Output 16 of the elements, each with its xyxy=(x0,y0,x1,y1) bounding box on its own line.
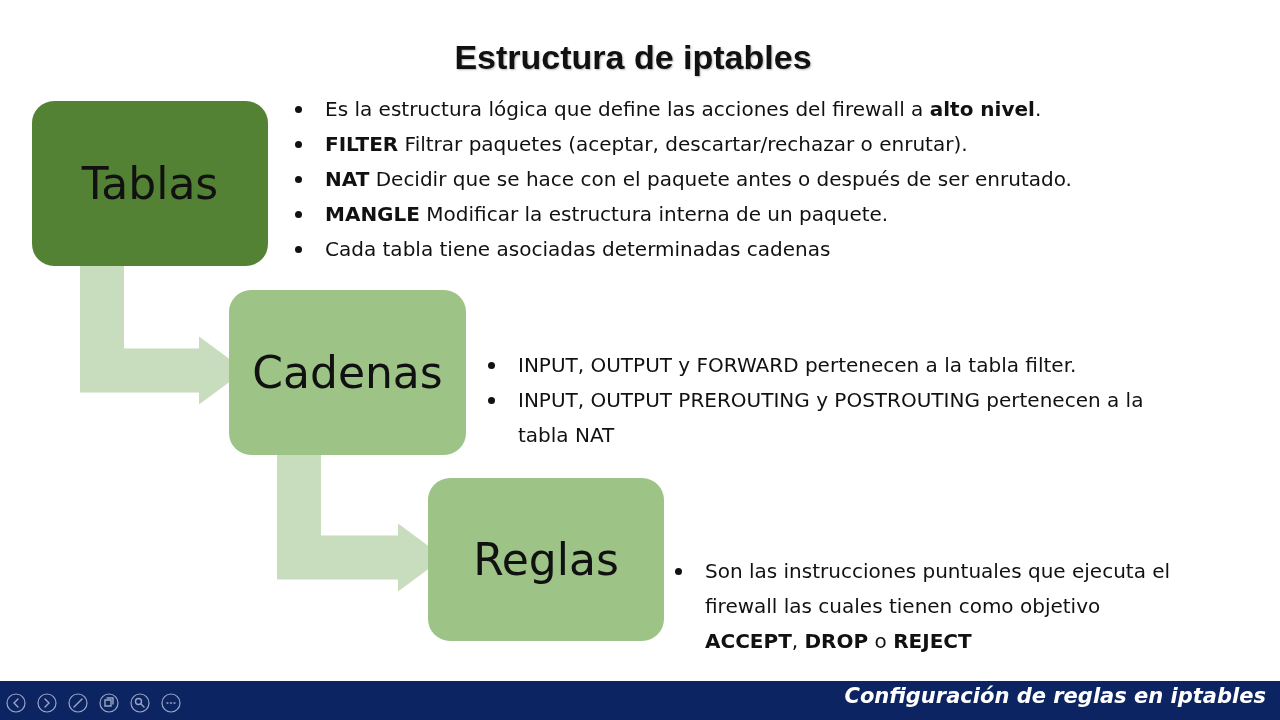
box-label: Reglas xyxy=(473,534,619,585)
bullet-text: Cada tabla tiene asociadas determinadas cadenas xyxy=(325,237,831,261)
footer-title: Configuración de reglas en iptables xyxy=(844,684,1266,708)
bullet-text: INPUT, OUTPUT PREROUTING y POSTROUTING pertenecen a la tabla NAT xyxy=(518,388,1144,447)
bullet-text: FILTER Filtrar paquetes (aceptar, descartar/rechazar o enrutar). xyxy=(325,132,968,156)
bullet-text: Son las instrucciones puntuales que ejecuta el firewall las cuales tienen como objetivo ACCEPT, DROP o REJECT xyxy=(705,559,1171,653)
bullet-text: INPUT, OUTPUT y FORWARD pertenecen a la tabla filter. xyxy=(518,353,1077,377)
process-box xyxy=(229,290,466,455)
slide-title: Estructura de iptables xyxy=(453,38,813,77)
bullet-text: Es la estructura lógica que define las acciones del firewall a alto nivel. xyxy=(325,97,1042,121)
process-box xyxy=(428,478,664,641)
process-box xyxy=(32,101,268,266)
bullet-text: MANGLE Modificar la estructura interna de un paquete. xyxy=(325,202,889,226)
bullet-text: NAT Decidir que se hace con el paquete antes o después de ser enrutado. xyxy=(325,167,1072,191)
box-label: Cadenas xyxy=(252,347,443,398)
box-label: Tablas xyxy=(81,158,219,209)
